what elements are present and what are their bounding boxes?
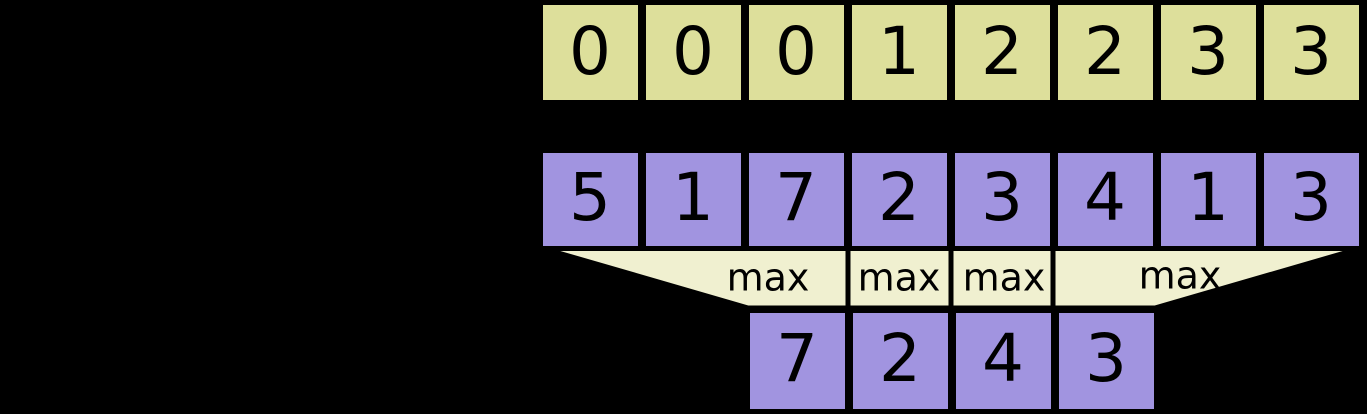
output-cell-value: 2 [879, 320, 921, 397]
index-cell [950, 0, 1055, 105]
max-label-2: max [858, 256, 941, 300]
value-cell [744, 148, 849, 251]
max-label-1: max [727, 256, 810, 300]
value-cell-value: 2 [878, 159, 920, 236]
value-cell [1156, 148, 1261, 251]
value-cell-value: 3 [981, 159, 1023, 236]
index-cell [1156, 0, 1261, 105]
max-label-4: max [1139, 254, 1222, 298]
index-cell [1053, 0, 1158, 105]
index-cell-value: 2 [1084, 13, 1126, 90]
max-label-3: max [963, 256, 1046, 300]
value-cell [1259, 148, 1364, 251]
value-cell-value: 4 [1084, 159, 1126, 236]
input-value-row: 5 1 7 2 3 4 1 3 [538, 148, 1364, 251]
value-cell [538, 148, 643, 251]
index-cell-value: 3 [1290, 13, 1332, 90]
value-cell-value: 5 [569, 159, 611, 236]
output-cell-value: 3 [1085, 320, 1127, 397]
index-cell-value: 0 [569, 13, 611, 90]
output-cell [951, 308, 1056, 414]
output-cell [745, 308, 850, 414]
output-cell [848, 308, 953, 414]
index-cell [744, 0, 849, 105]
index-cell [641, 0, 746, 105]
value-cell-value: 7 [775, 159, 817, 236]
index-cell-value: 1 [878, 13, 920, 90]
value-cell [641, 148, 746, 251]
index-cell [538, 0, 643, 105]
value-cell-value: 1 [1187, 159, 1229, 236]
value-cell [950, 148, 1055, 251]
output-cell-value: 4 [982, 320, 1024, 397]
index-cell [1259, 0, 1364, 105]
output-cell-value: 7 [776, 320, 818, 397]
value-cell-value: 3 [1290, 159, 1332, 236]
pooling-index-row: 0 0 0 1 2 2 3 3 [538, 0, 1364, 105]
index-cell-value: 3 [1187, 13, 1229, 90]
max-funnel-band: max max max max [540, 245, 1363, 311]
index-cell-value: 0 [775, 13, 817, 90]
output-cell [1054, 308, 1159, 414]
value-cell-value: 1 [672, 159, 714, 236]
pooled-output-row: 7 2 4 3 [745, 308, 1159, 414]
index-cell-value: 2 [981, 13, 1023, 90]
index-cell [847, 0, 952, 105]
index-cell-value: 0 [672, 13, 714, 90]
value-cell [1053, 148, 1158, 251]
value-cell [847, 148, 952, 251]
